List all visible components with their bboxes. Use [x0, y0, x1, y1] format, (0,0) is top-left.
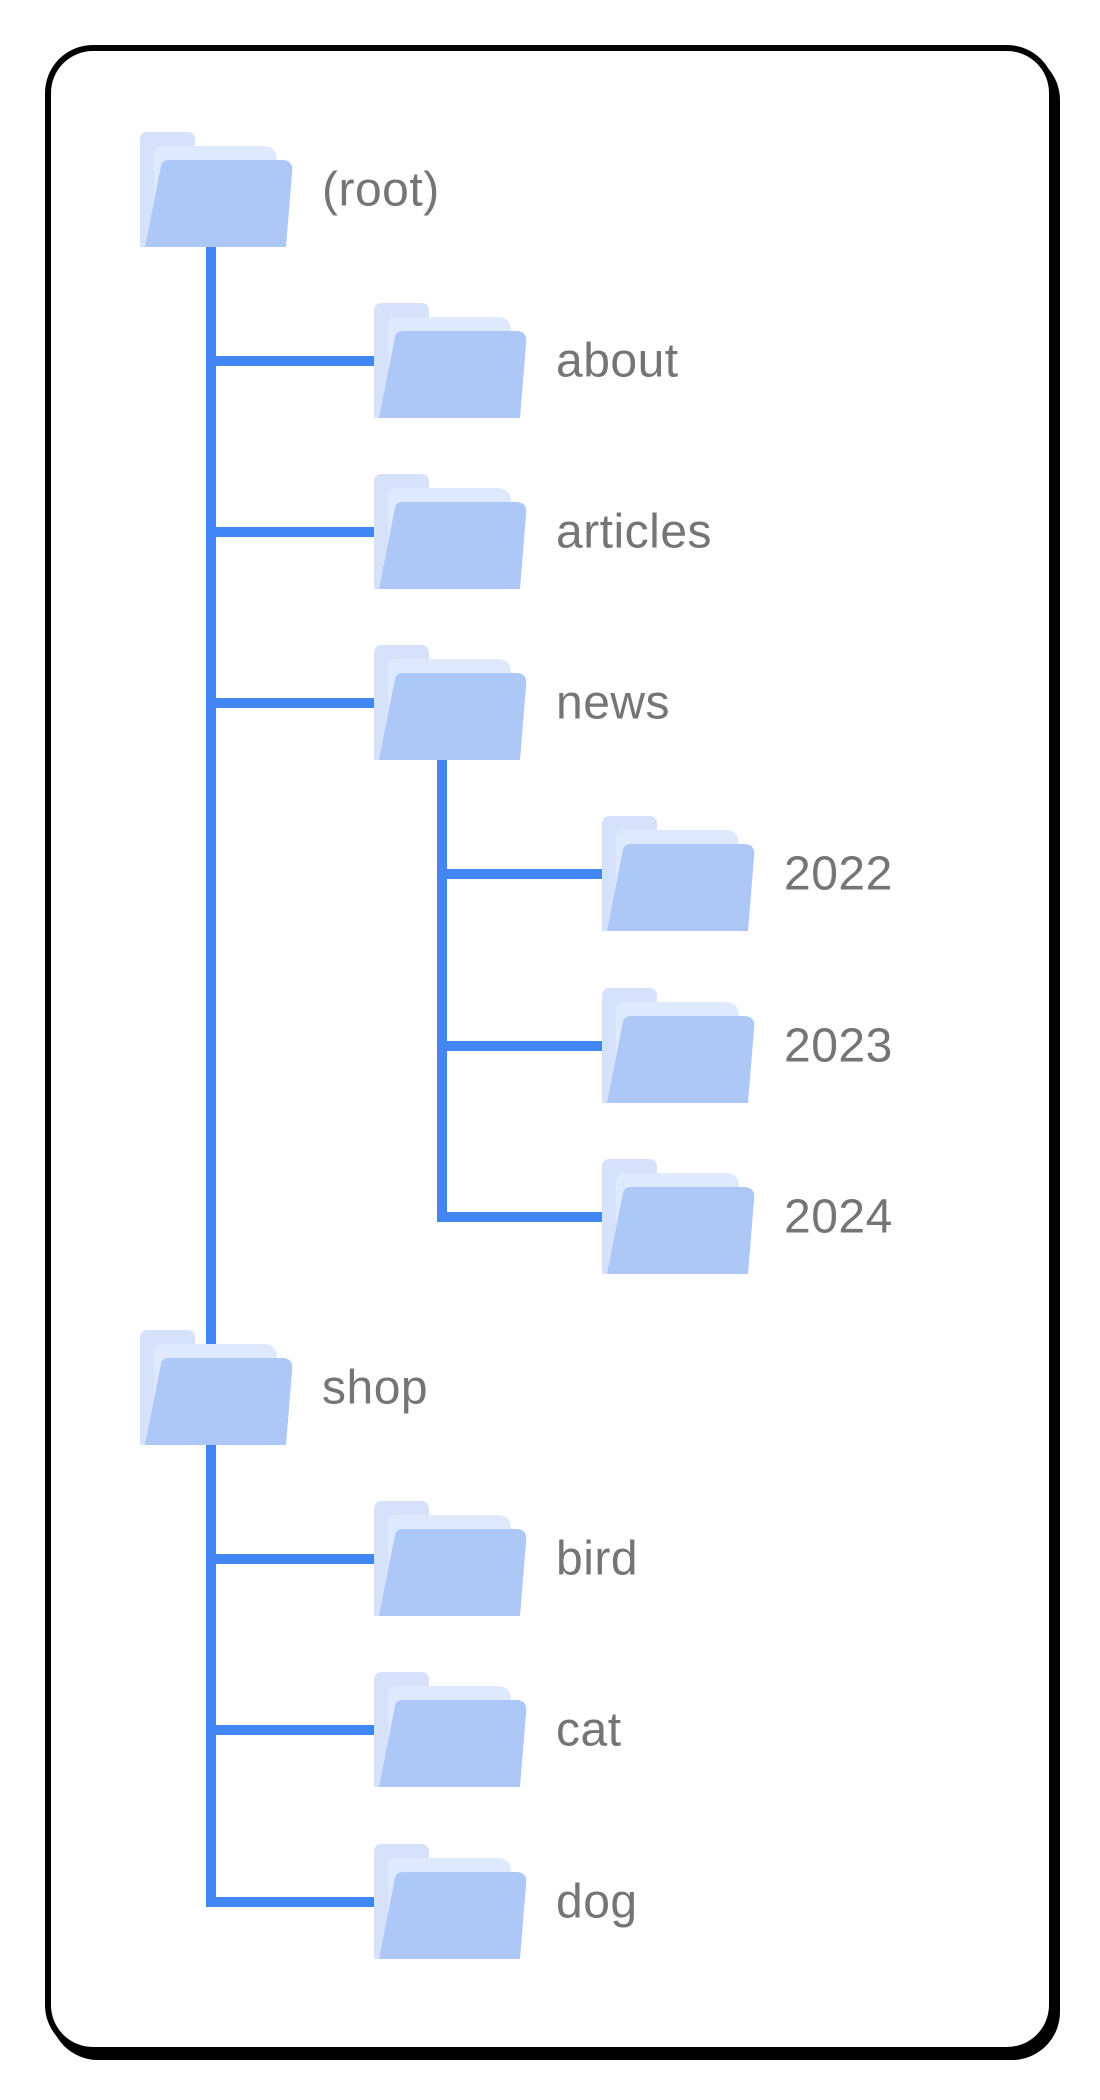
- edge-branch-2023: [437, 1041, 606, 1051]
- label-cat: cat: [556, 1703, 622, 1757]
- edge-branch-2022: [437, 869, 606, 879]
- edge-branch-bird: [206, 1554, 378, 1564]
- edge-branch-dog: [206, 1897, 378, 1907]
- label-y2022: 2022: [784, 847, 893, 901]
- edge-trunk-news: [437, 750, 447, 1222]
- folder-icon-news: [374, 645, 528, 760]
- label-about: about: [556, 334, 679, 388]
- folder-icon-cat: [374, 1672, 528, 1787]
- folder-front-sheet: [379, 1872, 527, 1959]
- edge-branch-about: [206, 356, 378, 366]
- folder-icon-y2023: [602, 988, 756, 1103]
- folder-icon-root: [140, 132, 294, 247]
- folder-icon-shop: [140, 1330, 294, 1445]
- label-dog: dog: [556, 1875, 638, 1929]
- folder-front-sheet: [379, 502, 527, 589]
- label-y2023: 2023: [784, 1019, 893, 1073]
- folder-icon-y2024: [602, 1159, 756, 1274]
- label-news: news: [556, 676, 671, 730]
- folder-front-sheet: [379, 673, 527, 760]
- label-y2024: 2024: [784, 1190, 893, 1244]
- folder-front-sheet: [379, 331, 527, 418]
- label-articles: articles: [556, 505, 713, 559]
- edge-branch-2024: [437, 1212, 606, 1222]
- folder-front-sheet: [145, 1358, 293, 1445]
- folder-icon-y2022: [602, 816, 756, 931]
- label-bird: bird: [556, 1532, 639, 1586]
- folder-front-sheet: [379, 1700, 527, 1787]
- folder-front-sheet: [607, 844, 755, 931]
- folder-icon-dog: [374, 1844, 528, 1959]
- label-root: (root): [322, 163, 440, 217]
- folder-icon-articles: [374, 474, 528, 589]
- label-shop: shop: [322, 1361, 429, 1415]
- edge-branch-cat: [206, 1725, 378, 1735]
- edge-trunk-root: [206, 240, 216, 1907]
- edge-branch-articles: [206, 527, 378, 537]
- folder-icon-bird: [374, 1501, 528, 1616]
- folder-icon-about: [374, 303, 528, 418]
- folder-front-sheet: [607, 1187, 755, 1274]
- edge-branch-news: [206, 698, 378, 708]
- folder-front-sheet: [379, 1529, 527, 1616]
- folder-front-sheet: [145, 160, 293, 247]
- folder-front-sheet: [607, 1016, 755, 1103]
